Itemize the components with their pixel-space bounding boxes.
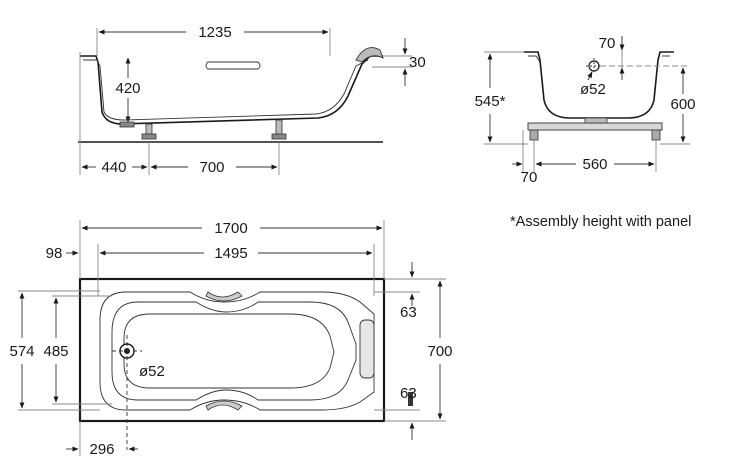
end-drain-diameter: ø52 [580, 81, 606, 98]
side-handle [205, 61, 261, 70]
dim-rim: 30 [409, 54, 426, 71]
dim-rim-top: 63 [400, 304, 417, 321]
foot-left [141, 123, 157, 140]
footnote: *Assembly height with panel [510, 214, 691, 230]
tub-outline [78, 277, 386, 423]
tub-side-inner [83, 59, 369, 121]
dim-total-width: 700 [427, 343, 452, 360]
dim-depth: 420 [115, 80, 140, 97]
dim-left-margin: 98 [46, 245, 63, 262]
dim-assembly-height: 545* [475, 93, 506, 110]
dim-width-inner: 485 [43, 343, 68, 360]
end-base-frame [527, 122, 663, 131]
tub-bowl-inner [111, 301, 357, 401]
dim-inner-length: 1495 [214, 245, 247, 262]
leg-mark [408, 392, 413, 406]
dim-foot-width: 560 [582, 156, 607, 173]
dim-foot-inset: 70 [521, 169, 538, 186]
dim-rim-bottom: 63 [400, 385, 417, 402]
handle-bottom [205, 400, 243, 411]
tub-bottom [123, 313, 335, 389]
end-view: 70 ø52 545* 600 70 560 [475, 35, 696, 186]
handle-top [205, 291, 243, 302]
dim-drain-position: 296 [89, 441, 114, 458]
tub-bowl-outer [99, 291, 375, 411]
headrest [359, 319, 375, 379]
side-view: 1235 420 30 440 700 [78, 24, 426, 176]
drain-fitting [119, 121, 135, 128]
foot-right [271, 119, 287, 140]
dim-total-height: 600 [670, 96, 695, 113]
dim-length-top: 1235 [198, 24, 231, 41]
dim-width-outer: 574 [9, 343, 34, 360]
dim-total-length: 1700 [214, 220, 247, 237]
dim-foot-spacing: 700 [199, 159, 224, 176]
plan-drain-diameter: ø52 [139, 363, 165, 380]
dim-drain-offset: 70 [599, 35, 616, 52]
plan-view: 1700 98 1495 574 485 ø52 296 63 63 700 [9, 220, 453, 458]
dim-foot-offset: 440 [101, 159, 126, 176]
tub-side-profile [80, 55, 383, 125]
overflow-disk [355, 47, 384, 63]
